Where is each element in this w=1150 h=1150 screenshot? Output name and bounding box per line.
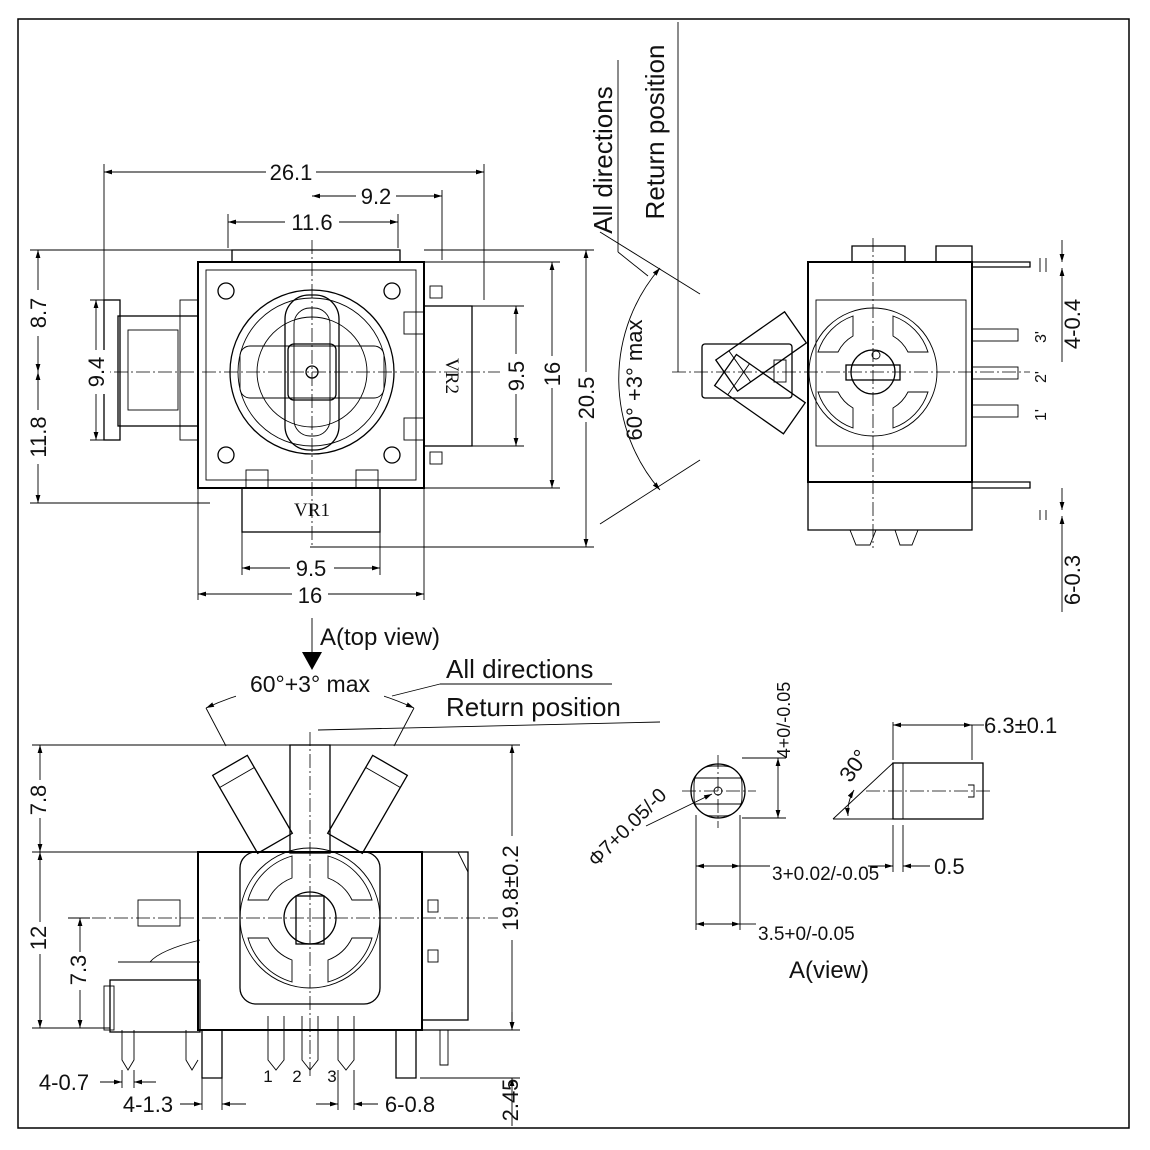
side-all-directions: All directions: [588, 86, 618, 233]
mount-hole: [383, 446, 401, 464]
dim-left-mid: 9.4: [84, 357, 109, 388]
dim-bottom-outer: 16: [298, 583, 322, 608]
mount-hole: [383, 282, 401, 300]
dim-right-outer: 20.5: [574, 377, 599, 420]
pin-3: 3: [327, 1067, 336, 1086]
detail-a-view: Φ7+0.05/-0 4+0/-0.05 3+0.02/-0.05 3.5+0/…: [584, 682, 1057, 984]
dim-left-top: 8.7: [26, 298, 51, 329]
view-a-arrow: A(top view): [302, 618, 440, 670]
dim-pins-top: 4-0.4: [1060, 299, 1085, 349]
dim-bottom-right-offset: 2.45: [498, 1079, 523, 1122]
drawing-frame: [17, 18, 1130, 1129]
pin-label-2: 2': [1033, 371, 1050, 383]
dim-bottom-left-top: 7.8: [26, 785, 51, 816]
dim-bottom-left-inner: 7.3: [66, 955, 91, 986]
dim-height: 4+0/-0.05: [774, 682, 794, 759]
dim-pin-width-3: 6-0.8: [385, 1092, 435, 1117]
bottom-return-position: Return position: [446, 692, 621, 722]
dim-offset-right: 9.2: [361, 184, 392, 209]
dim-bottom-right-height: 19.8±0.2: [498, 845, 523, 930]
bottom-view: 1 2 3 60°+3° max All directions Return p…: [26, 654, 661, 1126]
vr2-label: VR2: [441, 358, 462, 394]
dim-length: 6.3±0.1: [984, 713, 1057, 738]
dim-top-center-width: 11.6: [291, 210, 332, 235]
dim-overall-width: 26.1: [270, 160, 313, 185]
dim-right-mid: 16: [540, 362, 565, 386]
stick-stub: [701, 343, 793, 399]
side-angle-label: 60° +3° max: [622, 320, 647, 441]
detail-a-title: A(view): [789, 957, 869, 984]
mount-hole: [217, 282, 235, 300]
dim-chamfer: 0.5: [934, 854, 965, 879]
bottom-all-directions: All directions: [446, 654, 593, 684]
left-connector: [117, 315, 199, 427]
dim-diameter: Φ7+0.05/-0: [584, 784, 671, 871]
dim-left-bottom: 11.8: [26, 416, 51, 457]
mount-hole: [217, 446, 235, 464]
dim-width: 3.5+0/-0.05: [758, 924, 855, 945]
view-a-label: A(top view): [320, 624, 440, 651]
dim-flat: 3+0.02/-0.05: [772, 864, 879, 885]
side-return-position: Return position: [640, 45, 670, 220]
dim-bottom-left-main: 12: [26, 926, 51, 950]
pin-label-1: 1': [1033, 409, 1050, 421]
bottom-angle-label: 60°+3° max: [250, 671, 371, 697]
right-part-bottom: [421, 851, 469, 1021]
dim-pins-bottom: 6-0.3: [1060, 555, 1085, 605]
dim-bottom-inner: 9.5: [296, 556, 327, 581]
vr1-pot: [241, 487, 381, 533]
side-view: 3' 2' 1' All directions Return position …: [588, 22, 1085, 612]
dim-right-inner: 9.5: [504, 361, 529, 392]
dim-angle-30: 30°: [834, 745, 874, 787]
dim-pin-width-2: 4-1.3: [123, 1092, 173, 1117]
pin-label-3: 3': [1033, 331, 1050, 343]
front-view: VR2 VR1 26.1 9.2 11.6 8.7: [26, 160, 600, 608]
left-connector-bottom: [109, 979, 201, 1033]
dim-pin-width-1: 4-0.7: [39, 1070, 89, 1095]
vr2-pot: [423, 305, 473, 447]
pin-1: 1: [263, 1067, 272, 1086]
pin-2: 2: [292, 1067, 301, 1086]
